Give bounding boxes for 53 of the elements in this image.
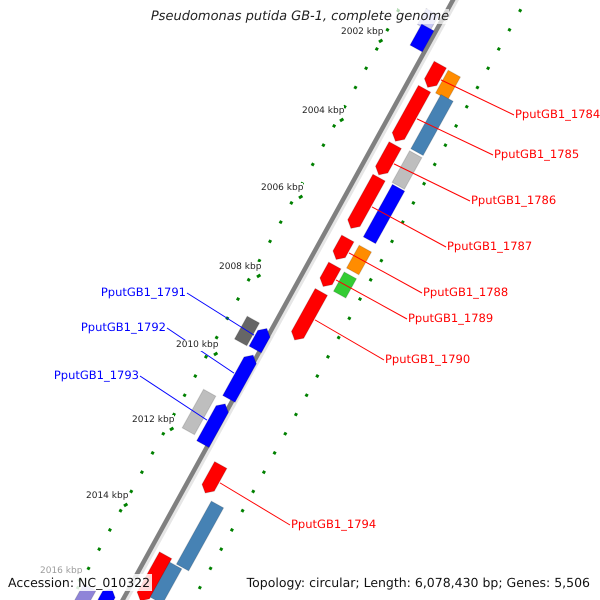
gene-label: PputGB1_1794 <box>291 518 376 532</box>
leader-line <box>220 482 290 526</box>
gene-label: PputGB1_1790 <box>385 353 470 367</box>
gene-label: PputGB1_1786 <box>471 194 556 208</box>
gene-bar <box>410 94 454 156</box>
gene-label: PputGB1_1791 <box>100 286 186 300</box>
gene-bar <box>248 328 271 354</box>
gene-bar <box>201 460 228 494</box>
leader-line <box>440 79 514 116</box>
gene-bar <box>424 60 448 88</box>
gene-label: PputGB1_1785 <box>494 148 580 162</box>
gene-bar <box>196 403 229 448</box>
gene-bar <box>290 288 328 341</box>
gene-label: PputGB1_1792 <box>80 321 166 335</box>
gene-bar <box>97 588 116 600</box>
scale-label: 2004 kbp <box>302 106 344 117</box>
title: Pseudomonas putida GB-1, complete genome <box>150 9 450 24</box>
gene-bar <box>434 70 462 100</box>
gene-bar <box>375 141 402 176</box>
scale-label: 2012 kbp <box>132 415 174 426</box>
gene-bar <box>392 84 432 142</box>
gene-bar <box>332 234 355 260</box>
leader-line <box>336 279 408 320</box>
gene-label: PputGB1_1787 <box>447 240 532 254</box>
gene-bar <box>347 174 386 229</box>
gene-label: PputGB1_1788 <box>423 286 508 300</box>
leader-line <box>314 319 384 360</box>
gene-bar <box>176 500 224 572</box>
accession-text: Accession: NC_010322 <box>6 574 152 591</box>
gene-bar <box>346 244 372 276</box>
gene-bar <box>222 354 257 403</box>
scale-label: 2008 kbp <box>219 262 262 273</box>
leader-line <box>372 206 446 248</box>
scale-label: 2002 kbp <box>341 27 384 38</box>
gene-bar <box>391 150 423 190</box>
gene-bar <box>319 261 342 288</box>
leader-line <box>416 118 494 156</box>
gene-bar <box>409 23 435 53</box>
gene-label: PputGB1_1784 <box>515 108 600 122</box>
gene-bar <box>150 561 182 600</box>
leader-line <box>186 292 254 336</box>
gene-label: PputGB1_1789 <box>408 312 494 326</box>
gene-bar <box>234 316 260 346</box>
scale-label: 2010 kbp <box>176 340 218 351</box>
gene-bar <box>332 271 358 299</box>
scale-label: 2014 kbp <box>86 491 128 502</box>
leader-line <box>140 376 208 421</box>
leader-line <box>348 252 422 294</box>
gene-label: PputGB1_1793 <box>54 369 139 383</box>
gene-bar <box>362 184 406 244</box>
leader-line <box>394 163 470 202</box>
scale-label: 2006 kbp <box>261 183 304 194</box>
gene-bar <box>182 388 216 436</box>
